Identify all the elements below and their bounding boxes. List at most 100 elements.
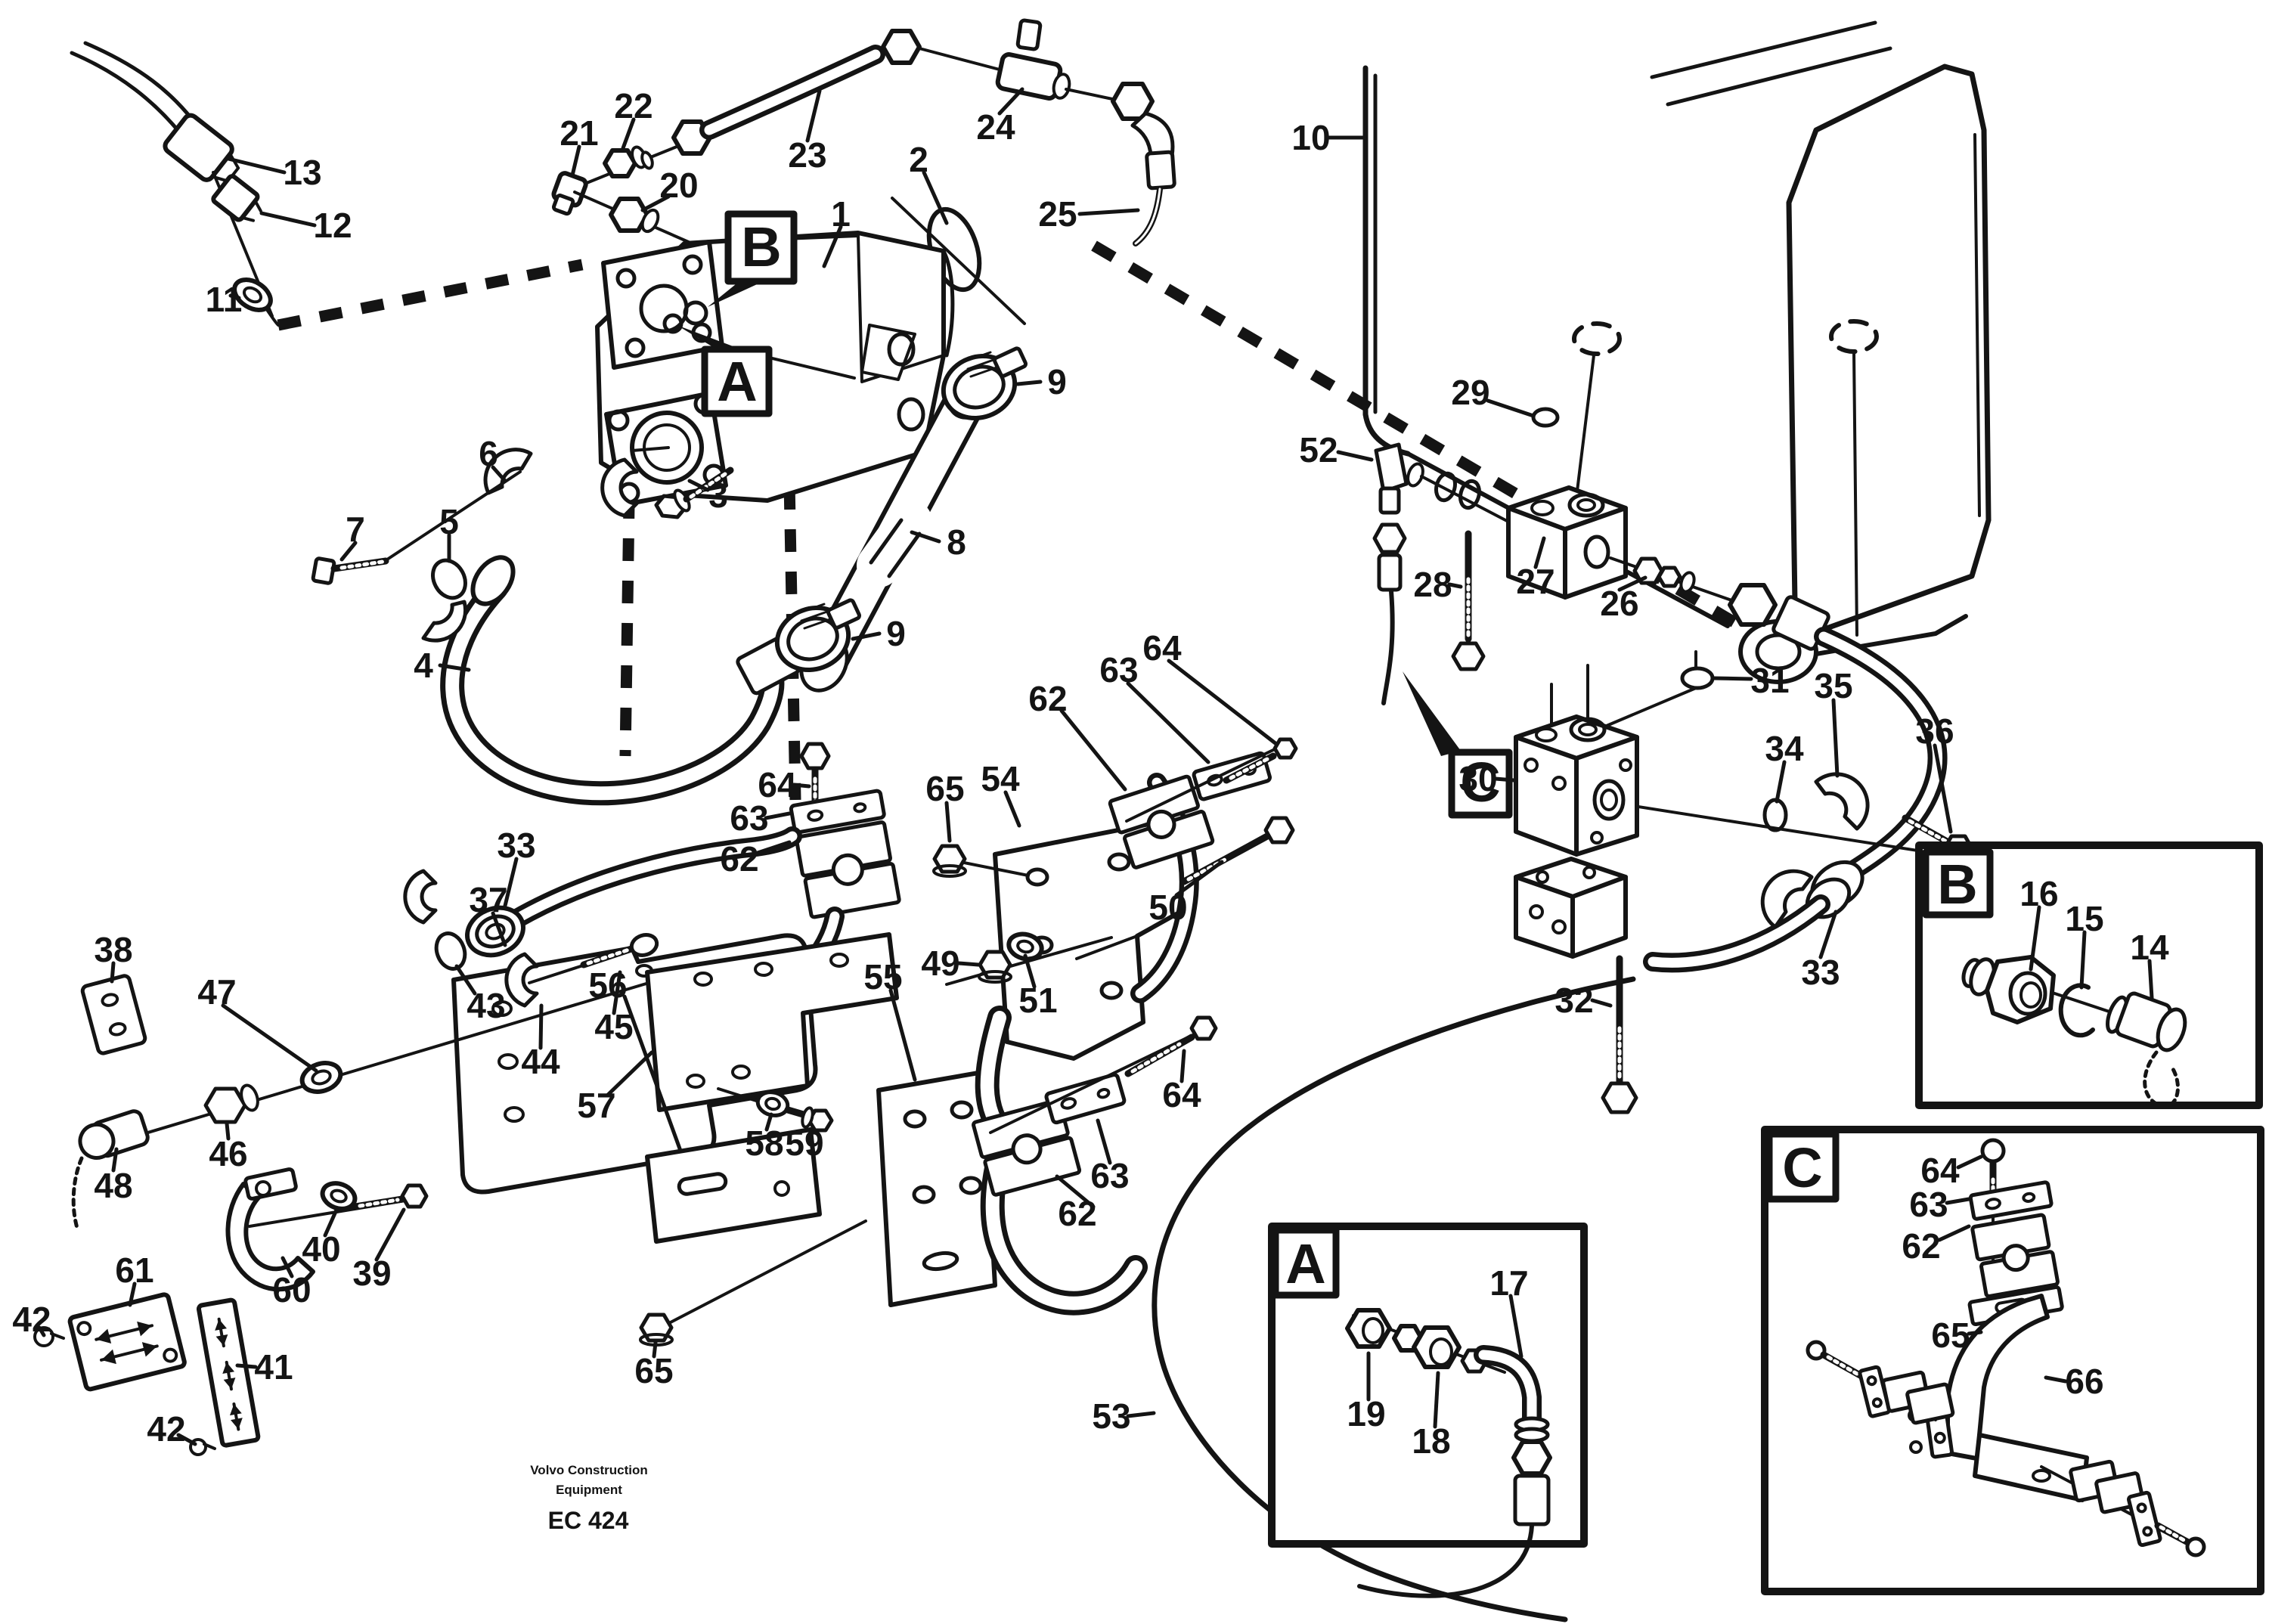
tube-8-assembly — [774, 346, 1028, 693]
inset-c: C — [1761, 1126, 2264, 1595]
part-label-62: 62 — [1058, 1194, 1096, 1233]
inset-c-right-sub — [2040, 1459, 2206, 1557]
part-label-65: 65 — [634, 1351, 673, 1390]
part-label-50: 50 — [1148, 888, 1187, 927]
hose-13-assembly — [70, 41, 280, 327]
leader-line-55-48 — [888, 988, 917, 1082]
bracket-55 — [876, 1070, 997, 1307]
fitting-16 — [1961, 955, 2056, 1024]
clevis-60-group — [225, 1167, 429, 1292]
leader-line-20-5 — [640, 194, 671, 212]
leader-line-64-58 — [792, 783, 811, 789]
part-label-33: 33 — [1801, 953, 1840, 992]
leader-line-63-57 — [764, 811, 792, 820]
brand-line-2: Equipment — [556, 1483, 622, 1497]
leader-line-42-55 — [176, 1433, 197, 1446]
leader-line-51-62 — [1023, 953, 1037, 989]
clamp-half-6a — [483, 448, 533, 495]
clamp-9a — [941, 346, 1028, 421]
leader-line-25-10 — [1077, 208, 1140, 216]
part-label-61: 61 — [115, 1251, 153, 1290]
washer-51 — [1006, 931, 1044, 962]
part-label-62: 62 — [720, 839, 758, 879]
leader-line-8-18 — [910, 530, 941, 544]
part-label-63: 63 — [730, 798, 768, 838]
leader-line-37-35 — [491, 911, 507, 947]
inset-a-letter: A — [1285, 1232, 1325, 1295]
bracket-57 — [645, 932, 899, 1112]
part-label-17: 17 — [1489, 1263, 1528, 1303]
elbow-25 — [1111, 82, 1176, 246]
bolt-64b — [1125, 737, 1298, 823]
leader-line-12-1 — [259, 211, 317, 228]
inset-c-left-sub — [1806, 1340, 1955, 1425]
part-label-31: 31 — [1750, 661, 1789, 700]
hose-4-assembly — [311, 448, 801, 806]
part-label-59: 59 — [785, 1123, 823, 1163]
leader-line-16-32 — [2029, 905, 2041, 972]
leader-line-9-13 — [851, 631, 882, 641]
leader-line-48-44 — [111, 1147, 119, 1173]
o-ring-15 — [2058, 983, 2095, 1038]
part-label-58: 58 — [745, 1123, 783, 1163]
leader-line-63-76 — [1945, 1197, 1971, 1205]
footer-brand: Volvo Construction Equipment EC 424 — [530, 1463, 648, 1534]
leader-line-6-14 — [491, 465, 507, 483]
part-label-41: 41 — [254, 1347, 293, 1387]
bolt-28 — [1451, 530, 1486, 671]
part-label-44: 44 — [521, 1042, 560, 1081]
leader-line-61-52 — [128, 1282, 137, 1307]
leader-line-62-77 — [1937, 1224, 1971, 1242]
leader-line-65-70 — [652, 1340, 658, 1359]
part-label-5: 5 — [439, 502, 459, 541]
part-label-8: 8 — [947, 522, 966, 562]
leader-line-60-49 — [281, 1256, 294, 1278]
port-b — [683, 300, 708, 326]
leader-line-45-41 — [612, 970, 622, 1015]
elbow-17 — [1357, 1345, 1552, 1598]
part-label-47: 47 — [197, 972, 236, 1012]
o-ring-29 — [1531, 407, 1560, 428]
part-label-64: 64 — [1920, 1151, 1960, 1190]
leader-line-14-34 — [2147, 959, 2154, 1000]
part-label-29: 29 — [1451, 373, 1489, 412]
leader-line-40-50 — [323, 1206, 339, 1238]
leader-line-34-28 — [1775, 760, 1787, 804]
sign-41 — [189, 1297, 261, 1456]
leader-line-52-21 — [1336, 450, 1374, 462]
part-label-23: 23 — [788, 135, 826, 175]
leader-line-62-56 — [755, 840, 792, 855]
part-label-34: 34 — [1765, 729, 1804, 768]
part-label-65: 65 — [925, 769, 964, 808]
leader-line-49-61 — [956, 961, 981, 967]
leader-line-65-59 — [944, 801, 952, 843]
part-label-19: 19 — [1347, 1394, 1385, 1433]
inset-b: B — [1915, 841, 2263, 1109]
clamp-group-lower — [972, 1006, 1218, 1316]
leader-line-33-31 — [1818, 910, 1838, 959]
o-ring-34 — [1762, 798, 1788, 832]
leader-line-46-43 — [225, 1121, 231, 1141]
valve-30-group — [1514, 650, 1715, 1114]
part-label-25: 25 — [1038, 194, 1077, 234]
clamp-half-44 — [504, 952, 539, 1008]
part-label-57: 57 — [577, 1086, 615, 1125]
part-label-43: 43 — [467, 986, 505, 1025]
part-label-20: 20 — [659, 166, 698, 205]
washer-11 — [232, 277, 273, 312]
part-label-45: 45 — [594, 1007, 633, 1046]
part-label-2: 2 — [909, 140, 928, 179]
part-label-63: 63 — [1090, 1156, 1129, 1195]
nut-33-hose — [1728, 583, 1778, 627]
leader-line-33-36 — [503, 857, 519, 908]
part-label-7: 7 — [346, 510, 365, 549]
part-label-63: 63 — [1909, 1185, 1948, 1224]
leader-line-58-46 — [764, 1112, 773, 1132]
o-ring-31 — [1680, 666, 1715, 690]
bracket-57-group — [639, 932, 997, 1347]
part-label-40: 40 — [302, 1229, 340, 1269]
part-label-65: 65 — [1931, 1316, 1970, 1355]
leader-line-15-33 — [2079, 930, 2087, 990]
